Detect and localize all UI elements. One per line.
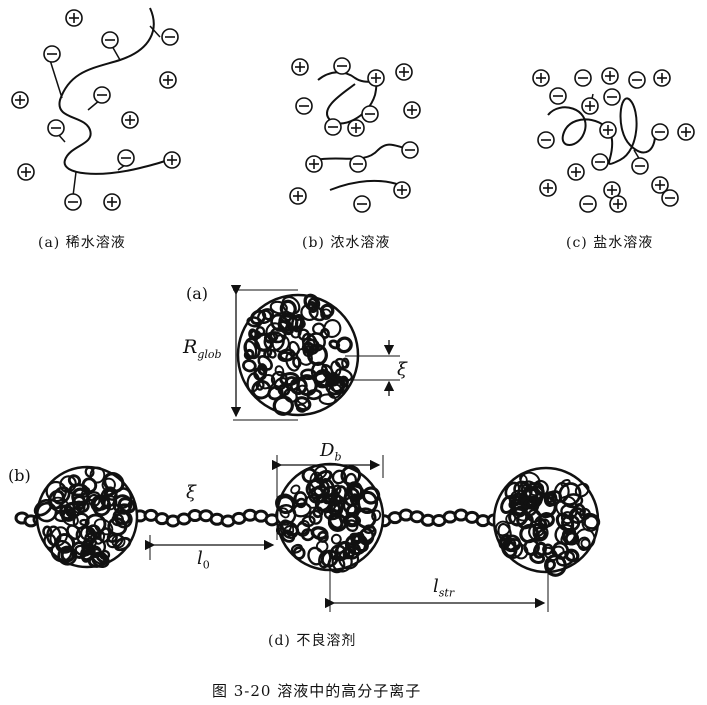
anion-icon <box>591 153 609 171</box>
cation-icon <box>601 67 619 85</box>
anion-icon <box>64 193 82 211</box>
caption-panel-b: (b) 浓水溶液 <box>302 235 391 251</box>
globule <box>33 465 139 569</box>
cation-icon <box>367 69 385 87</box>
cation-icon <box>289 187 307 205</box>
cation-icon <box>403 101 421 119</box>
cation-icon <box>393 181 411 199</box>
cation-icon <box>347 119 365 137</box>
cation-icon <box>121 111 139 129</box>
anion-icon <box>101 31 119 49</box>
caption-panel-c: (c) 盐水溶液 <box>566 235 654 251</box>
anion-icon <box>549 87 567 105</box>
panel-c-salt <box>532 67 695 213</box>
anion-icon <box>603 88 621 106</box>
figure-caption: 图 3-20 溶液中的高分子离子 <box>212 682 422 700</box>
bead-chain <box>14 508 502 528</box>
anion-icon <box>661 189 679 207</box>
anion-icon <box>93 86 111 104</box>
anion-icon <box>631 157 649 175</box>
globule <box>275 462 385 574</box>
caption-panel-a: (a) 稀水溶液 <box>38 235 126 251</box>
anion-icon <box>47 119 65 137</box>
l0-label: l0 <box>197 548 210 572</box>
anion-icon <box>161 28 179 46</box>
anion-icon <box>651 123 669 141</box>
panel-b-concentrated <box>289 57 421 213</box>
globule <box>492 466 601 577</box>
polymer-chain-b2 <box>314 143 411 161</box>
anion-icon <box>579 195 597 213</box>
anion-icon <box>43 45 61 63</box>
anion-icon <box>361 105 379 123</box>
cation-icon <box>677 123 695 141</box>
anion-icon <box>401 141 419 159</box>
cation-icon <box>609 195 627 213</box>
anion-icon <box>295 97 313 115</box>
cation-icon <box>532 69 550 87</box>
cation-icon <box>581 97 599 115</box>
anion-icon <box>349 155 367 173</box>
polymer-chain-a <box>58 7 179 175</box>
globule <box>236 293 360 417</box>
cation-icon <box>159 71 177 89</box>
cation-icon <box>291 58 309 76</box>
anion-icon <box>324 118 342 136</box>
cation-icon <box>17 163 35 181</box>
globule-diagram <box>230 284 400 421</box>
sub-caption-d: (d) 不良溶剂 <box>268 633 357 649</box>
label-b: (b) <box>8 466 31 485</box>
anion-icon <box>574 69 592 87</box>
d-b-label: Db <box>320 440 342 464</box>
cation-icon <box>163 151 181 169</box>
cation-icon <box>653 69 671 87</box>
anion-icon <box>333 57 351 75</box>
panel-a-dilute <box>11 7 181 211</box>
cation-icon <box>599 121 617 139</box>
label-a: (a) <box>186 284 209 303</box>
anion-icon <box>353 195 371 213</box>
cation-icon <box>65 9 83 27</box>
xi-label-bottom: ξ <box>186 482 196 503</box>
polymer-chain-c <box>547 97 656 165</box>
anion-icon <box>537 131 555 149</box>
anion-icon <box>117 149 135 167</box>
l-str-label: lstr <box>433 576 455 600</box>
xi-label-top: ξ <box>397 359 407 380</box>
polymer-chain-b3 <box>329 179 401 191</box>
cation-icon <box>395 63 413 81</box>
anion-icon <box>628 71 646 89</box>
cation-icon <box>305 155 323 173</box>
cation-icon <box>567 163 585 181</box>
r-glob-label: Rglob <box>183 336 222 361</box>
cation-icon <box>11 91 29 109</box>
cation-icon <box>103 193 121 211</box>
cation-icon <box>539 179 557 197</box>
pearl-necklace-diagram <box>14 455 601 612</box>
